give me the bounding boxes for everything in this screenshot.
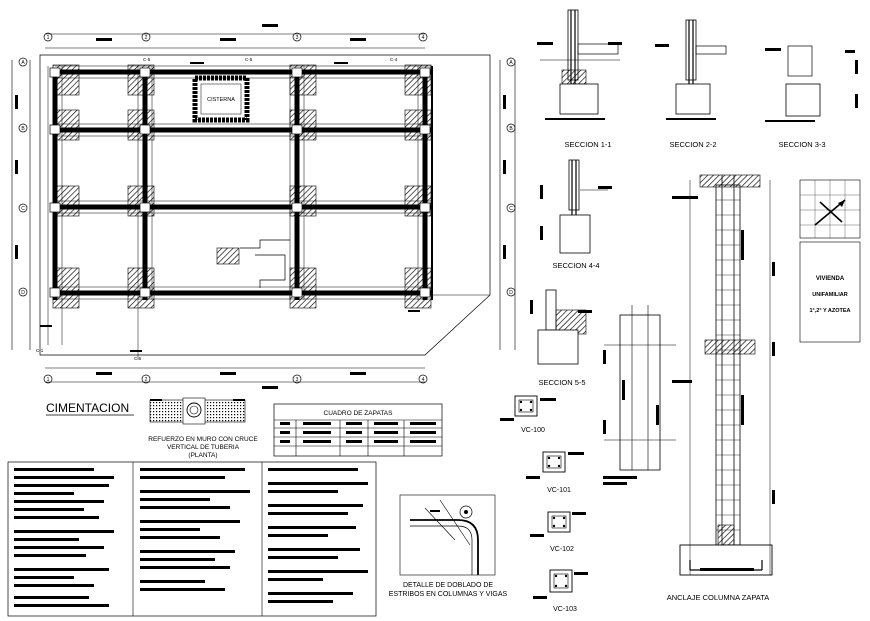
lot-boundary (39, 54, 491, 356)
column-elevation-detail (603, 305, 676, 485)
axis-label-a: A (21, 60, 25, 66)
pipe-detail-caption-1: REFUERZO EN MURO CON CRUCE (148, 436, 258, 443)
section-2-2: SECCION 2-2 (655, 19, 727, 149)
column-footing-anchor: ANCLAJE COLUMNA ZAPATA (667, 174, 775, 602)
section-3-3: SECCION 3-3 (765, 45, 858, 149)
footing-table-title: CUADRO DE ZAPATAS (324, 410, 394, 417)
section-cut-labels: C-1 C-5 C-5 C-5 C-4 (36, 57, 398, 361)
title-block: VIVIENDA UNIFAMILIAR 1°,2° Y AZOTEA (799, 241, 861, 343)
cut-label-c5-top-2: C-5 (245, 57, 253, 62)
column-vc-102: VC-102 (530, 511, 586, 553)
plan-dimension-lines (11, 33, 516, 383)
axis-label-1: 1 (47, 35, 50, 41)
stirrup-caption-2: ESTRIBOS EN COLUMNAS Y VIGAS (389, 591, 508, 598)
axis-label-4: 4 (422, 35, 425, 41)
column-vc-101-label: VC-101 (547, 487, 571, 494)
foundation-plan: 1 2 3 4 1 2 3 4 A B C D A B C D (11, 24, 516, 389)
pipe-crossing-detail: REFUERZO EN MURO CON CRUCE VERTICAL DE T… (148, 397, 258, 459)
footing-table: CUADRO DE ZAPATAS (273, 403, 443, 457)
plan-dimension-ticks (15, 24, 506, 389)
axis-label-b: B (21, 126, 25, 132)
axis-label-d-right: D (509, 290, 513, 296)
plan-title: CIMENTACION (46, 401, 129, 415)
axis-label-2: 2 (145, 35, 148, 41)
grid-axis-labels: 1 2 3 4 1 2 3 4 A B C D A B C D (21, 35, 513, 383)
column-vc-101: VC-101 (526, 451, 584, 494)
axis-label-c: C (21, 206, 25, 212)
notes-column-3 (268, 468, 368, 603)
section-4-4: SECCION 4-4 (540, 159, 612, 270)
title-block-line-3: 1°,2° Y AZOTEA (810, 308, 851, 314)
columns (49, 67, 431, 298)
cistern-label: CISTERNA (207, 97, 235, 103)
cistern-outline (192, 75, 250, 123)
section-1-1-label: SECCION 1-1 (564, 140, 611, 149)
cut-label-c1: C-1 (36, 348, 44, 353)
foundation-beams (52, 66, 433, 300)
stirrup-bending-detail: DETALLE DE DOBLADO DE ESTRIBOS EN COLUMN… (389, 494, 508, 598)
north-arrow-box (799, 179, 861, 239)
column-vc-102-label: VC-102 (550, 546, 574, 553)
column-vc-103: VC-103 (533, 569, 588, 613)
cut-label-c5-top: C-5 (143, 57, 151, 62)
axis-label-2-bottom: 2 (145, 377, 148, 383)
section-1-1: SECCION 1-1 (537, 9, 622, 149)
section-3-3-label: SECCION 3-3 (778, 140, 825, 149)
axis-label-4-bottom: 4 (422, 377, 425, 383)
title-block-line-1: VIVIENDA (816, 276, 845, 282)
anchor-caption: ANCLAJE COLUMNA ZAPATA (667, 593, 770, 602)
axis-label-a-right: A (509, 60, 513, 66)
pipe-detail-caption-3: (PLANTA) (188, 452, 217, 459)
column-vc-103-label: VC-103 (553, 606, 577, 613)
title-block-line-2: UNIFAMILIAR (812, 292, 847, 298)
pipe-detail-caption-2: VERTICAL DE TUBERIA (167, 444, 240, 451)
grid-axis-bubbles (18, 32, 516, 384)
axis-label-c-right: C (509, 206, 513, 212)
footings (52, 64, 432, 309)
axis-label-3-bottom: 3 (296, 377, 299, 383)
column-vc-100-label: VC-100 (521, 427, 545, 434)
notes-column-2 (140, 468, 250, 591)
section-2-2-label: SECCION 2-2 (669, 140, 716, 149)
cut-label-c5-bottom: C-5 (134, 356, 142, 361)
axis-label-1-bottom: 1 (47, 377, 50, 383)
cut-label-c4: C-4 (390, 57, 398, 62)
general-notes (7, 461, 377, 617)
stirrup-caption-1: DETALLE DE DOBLADO DE (403, 582, 493, 589)
axis-label-b-right: B (509, 126, 513, 132)
cut-markers (40, 62, 420, 352)
section-5-5-label: SECCION 5-5 (538, 378, 585, 387)
column-vc-100: VC-100 (500, 395, 556, 434)
axis-label-d: D (21, 290, 25, 296)
section-4-4-label: SECCION 4-4 (552, 261, 599, 270)
notes-column-1 (14, 468, 114, 607)
section-5-5: SECCION 5-5 (530, 289, 592, 387)
axis-label-3: 3 (296, 35, 299, 41)
